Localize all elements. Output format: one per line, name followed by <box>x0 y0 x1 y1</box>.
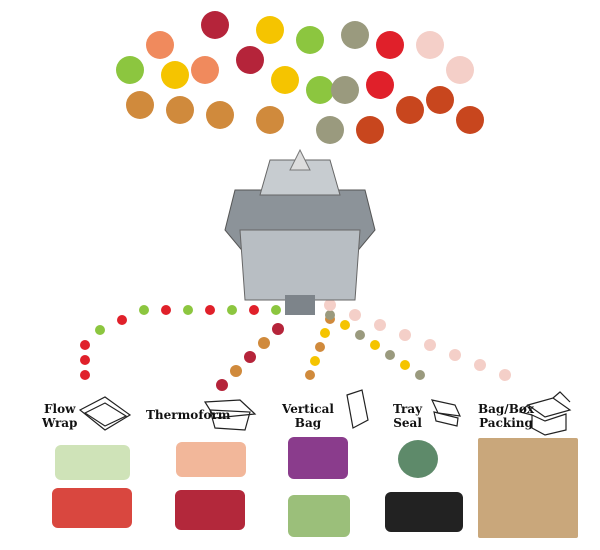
food-item <box>416 31 444 59</box>
food-item <box>166 96 194 124</box>
food-item <box>201 11 229 39</box>
vertical-bag-icon <box>346 389 369 429</box>
strawberry-lettuce-trail <box>139 305 149 315</box>
tray-seal-trail <box>415 370 425 380</box>
multihead-weigher <box>224 148 376 315</box>
food-item <box>446 56 474 84</box>
bag-box-trail <box>449 349 461 361</box>
tray-seal-trail <box>370 340 380 350</box>
thermoform-trail <box>244 351 256 363</box>
food-item <box>356 116 384 144</box>
packaging-icons <box>78 389 572 436</box>
tray-seal-trail <box>400 360 410 370</box>
food-item <box>341 21 369 49</box>
bag-box-trail <box>324 299 336 311</box>
thermoform-tray-icon <box>203 399 257 431</box>
box-of-chicken <box>478 438 578 538</box>
thermoform-salmon-pack <box>176 442 246 477</box>
thermoform-mince-pack <box>175 490 245 530</box>
strawberry-trail <box>80 370 90 380</box>
tray-seal-meal-tray <box>385 492 463 532</box>
strawberry-trail <box>80 340 90 350</box>
food-item <box>366 71 394 99</box>
vertical-bag-pack <box>288 437 348 479</box>
food-item <box>126 91 154 119</box>
strawberry-lettuce-trail <box>183 305 193 315</box>
strawberry-lettuce-trail <box>271 305 281 315</box>
flow-wrap-salad-pack <box>55 445 130 480</box>
strawberry-trail <box>80 355 90 365</box>
food-item <box>146 31 174 59</box>
strawberry-lettuce-trail <box>161 305 171 315</box>
food-item <box>306 76 334 104</box>
bag-box-trail <box>374 319 386 331</box>
thermoform-trail <box>258 337 270 349</box>
food-item <box>271 66 299 94</box>
food-item <box>256 106 284 134</box>
tray-seal-trail <box>385 350 395 360</box>
food-item <box>161 61 189 89</box>
vertical-bag-trail <box>320 328 330 338</box>
food-item <box>316 116 344 144</box>
thermoform-trail <box>230 365 242 377</box>
food-item <box>206 101 234 129</box>
flow-wrap-strawberry-pack <box>52 488 132 528</box>
strawberry-lettuce-trail <box>95 325 105 335</box>
food-stream <box>80 11 511 391</box>
strawberry-lettuce-trail <box>117 315 127 325</box>
food-item <box>456 106 484 134</box>
food-item <box>396 96 424 124</box>
strawberry-lettuce-trail <box>205 305 215 315</box>
bag-box-trail <box>424 339 436 351</box>
box-icon <box>518 391 572 436</box>
strawberry-lettuce-trail <box>227 305 237 315</box>
food-item <box>331 76 359 104</box>
vertical-bag-vegetable-pack <box>288 495 350 537</box>
tray-seal-icon <box>430 399 461 427</box>
food-item <box>116 56 144 84</box>
strawberry-lettuce-trail <box>249 305 259 315</box>
vertical-bag-trail <box>315 342 325 352</box>
tray-seal-trail <box>325 310 335 320</box>
vertical-bag-trail <box>310 356 320 366</box>
bag-box-trail <box>349 309 361 321</box>
food-item <box>256 16 284 44</box>
food-item <box>426 86 454 114</box>
food-item <box>191 56 219 84</box>
bag-box-trail <box>499 369 511 381</box>
tray-seal-trail <box>355 330 365 340</box>
thermoform-trail <box>216 379 228 391</box>
bag-box-trail <box>399 329 411 341</box>
tray-seal-trail <box>340 320 350 330</box>
tray-seal-bowl <box>398 440 438 478</box>
flow-wrap-icon <box>78 396 132 431</box>
vertical-bag-trail <box>305 370 315 380</box>
food-item <box>376 31 404 59</box>
bag-box-trail <box>474 359 486 371</box>
food-item <box>236 46 264 74</box>
food-item <box>296 26 324 54</box>
thermoform-trail <box>272 323 284 335</box>
label-thermoform: Thermoform <box>146 408 231 422</box>
